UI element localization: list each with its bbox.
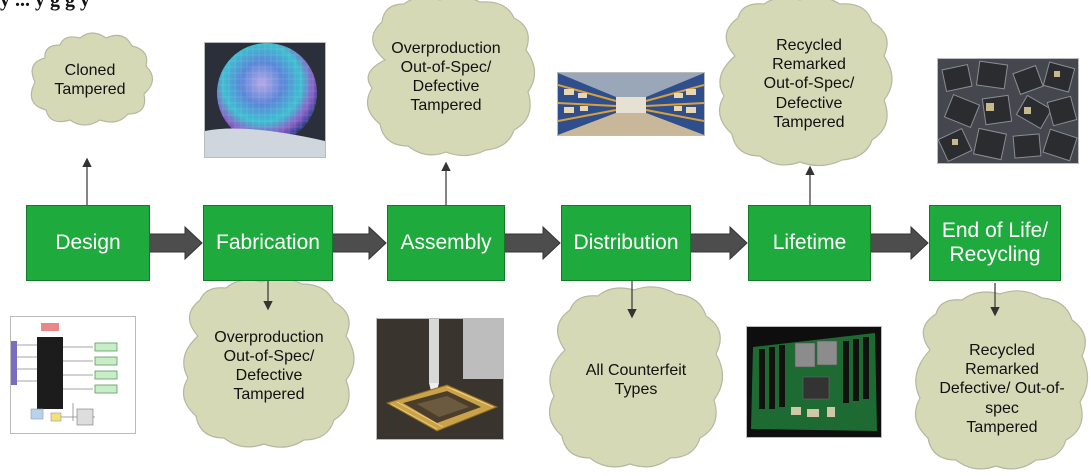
stage-assembly-label: Assembly	[400, 230, 492, 254]
threats-lifetime: Recycled Remarked Out-of-Spec/ Defective…	[763, 37, 855, 131]
flow-arrow-5	[869, 225, 929, 261]
circuit-schematic-image	[10, 316, 136, 434]
flow-arrow-4	[689, 225, 748, 261]
cloud-assembly	[366, 0, 536, 157]
warehouse-image	[557, 72, 705, 136]
stage-lifetime: Lifetime	[748, 205, 871, 281]
flow-arrow-2	[331, 225, 387, 261]
stage-fabrication: Fabrication	[203, 205, 333, 281]
stage-design: Design	[26, 205, 150, 281]
cloud-distribution	[548, 286, 724, 468]
scrap-chips-image	[937, 58, 1079, 164]
threats-design: Cloned Tampered	[54, 61, 126, 98]
stage-design-label: Design	[55, 230, 121, 254]
stage-lifetime-label: Lifetime	[772, 230, 847, 254]
threats-end-of-life: Recycled Remarked Defective/ Out-of- spe…	[939, 342, 1065, 436]
circuit-board-image	[746, 326, 882, 438]
stage-end-of-life-label: End of Life/ Recycling	[941, 218, 1049, 266]
stage-assembly: Assembly	[387, 205, 505, 281]
threats-assembly: Overproduction Out-of-Spec/ Defective Ta…	[391, 39, 501, 115]
caption-fragment: y ... y g g y	[0, 0, 90, 11]
threats-distribution: All Counterfeit Types	[585, 361, 687, 398]
stage-distribution: Distribution	[561, 205, 691, 281]
threats-fabrication: Overproduction Out-of-Spec/ Defective Ta…	[214, 328, 324, 404]
flow-arrow-1	[148, 225, 203, 261]
cloud-fabrication	[182, 277, 355, 448]
cloud-design	[30, 32, 154, 126]
chip-bonding-image	[376, 318, 504, 440]
cloud-lifetime	[718, 0, 893, 167]
cloud-end-of-life	[914, 290, 1089, 470]
stage-distribution-label: Distribution	[573, 230, 679, 254]
stage-fabrication-label: Fabrication	[216, 230, 320, 254]
flow-arrow-3	[503, 225, 561, 261]
silicon-wafer-image	[204, 42, 326, 158]
stage-end-of-life: End of Life/ Recycling	[929, 205, 1061, 281]
